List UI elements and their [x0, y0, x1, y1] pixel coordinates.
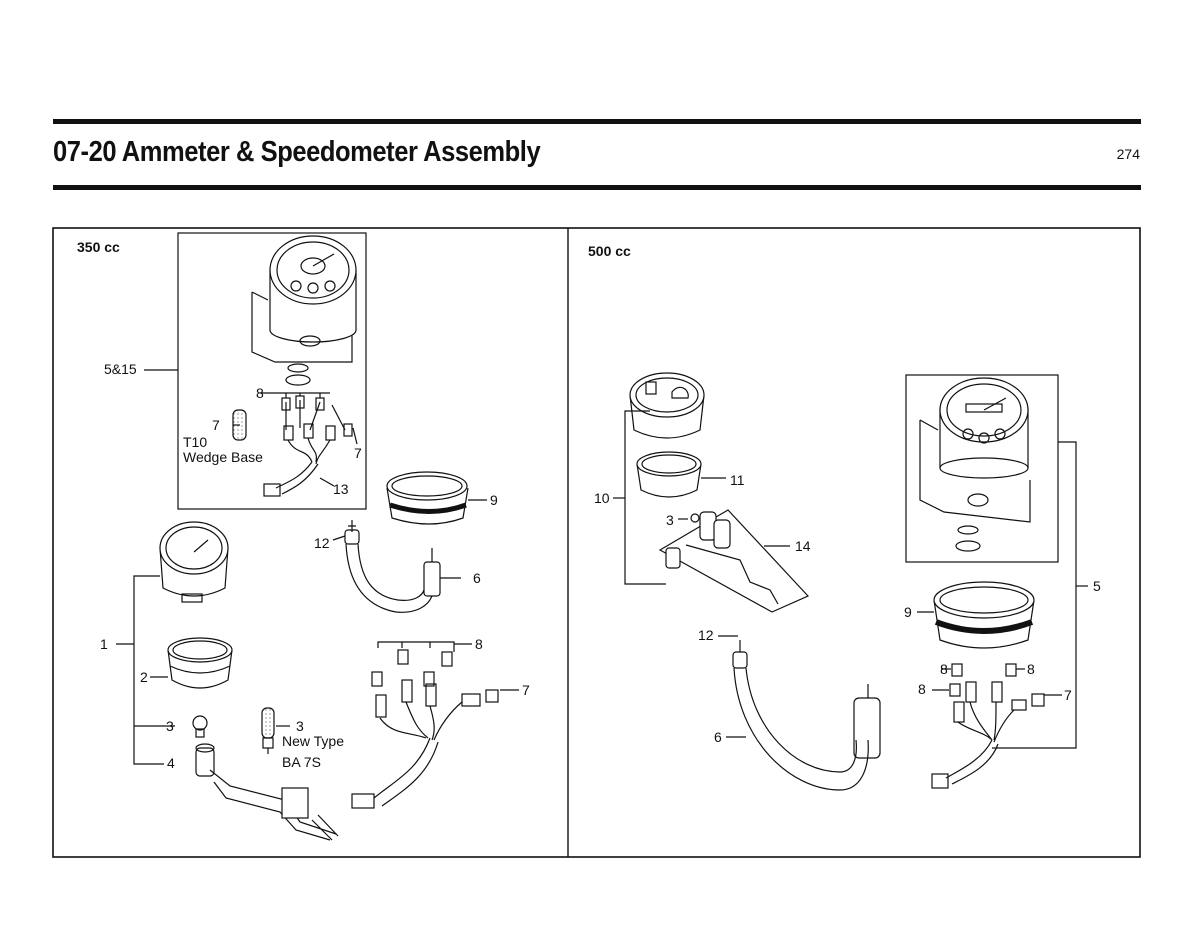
ammeter-1-drawing: [159, 521, 229, 603]
header-top-rule: [53, 119, 1141, 124]
callout-8-harness: 8: [475, 636, 483, 652]
label-wedge-base: Wedge Base: [183, 449, 263, 465]
callout-3-right: 3: [666, 512, 674, 528]
label-ba7s: BA 7S: [282, 754, 321, 770]
callout-10: 10: [594, 490, 610, 506]
speedometer-500-drawing: [919, 377, 1031, 552]
callout-9-left: 9: [490, 492, 498, 508]
new-type-bulb-drawing: [261, 707, 290, 754]
callout-7-socket: 7: [522, 682, 530, 698]
callout-13: 13: [333, 481, 349, 497]
bezel-ring-2-left: [167, 637, 233, 689]
callout-5: 5: [1093, 578, 1101, 594]
harness-right-drawing: [931, 663, 1062, 789]
speedo-cable-6-left: [332, 520, 461, 613]
gasket-ring-9-right: [917, 581, 1035, 649]
harness-lower-left-drawing: [351, 641, 519, 809]
page-number: 274: [1116, 146, 1140, 162]
speedometer-350-drawing: [251, 235, 357, 386]
speedometer-10-drawing: [629, 372, 705, 439]
panel-heading-350cc: 350 cc: [77, 239, 120, 255]
callout-11: 11: [730, 472, 745, 488]
callout-3-new-type: 3: [296, 718, 304, 734]
callout-8-right-b: 8: [1027, 661, 1035, 677]
callout-5-15: 5&15: [104, 361, 137, 377]
bezel-ring-11-drawing: [636, 451, 726, 498]
callout-6-right: 6: [714, 729, 722, 745]
label-new-type: New Type: [282, 733, 344, 749]
header-bottom-rule: [53, 185, 1141, 190]
callout-4: 4: [167, 755, 175, 771]
inset-box-5: [905, 374, 1059, 563]
callout-12-right: 12: [698, 627, 714, 643]
callout-7-right: 7: [1064, 687, 1072, 703]
callout-1: 1: [100, 636, 108, 652]
inset-box-5-15: [177, 232, 367, 510]
callout-7-harness: 7: [354, 445, 362, 461]
gasket-ring-9-left: [386, 471, 487, 525]
callout-6-left: 6: [473, 570, 481, 586]
callout-12-left: 12: [314, 535, 330, 551]
lamp-holder-14-drawing: [658, 509, 810, 613]
callout-14: 14: [795, 538, 811, 554]
bulb-socket-drawing: [192, 715, 339, 841]
callout-8-inset: 8: [256, 385, 264, 401]
panel-heading-500cc: 500 cc: [588, 243, 631, 259]
callout-8-right-c: 8: [918, 681, 926, 697]
callout-2: 2: [140, 669, 148, 685]
callout-7-bulb: 7: [212, 417, 220, 433]
speedo-cable-6-right: [718, 635, 881, 791]
label-t10: T10: [183, 434, 208, 450]
page-title: 07-20 Ammeter & Speedometer Assembly: [53, 136, 541, 168]
callout-9-right: 9: [904, 604, 912, 620]
diagram-frame: [52, 227, 1141, 858]
callout-3: 3: [166, 718, 174, 734]
callout-8-right-a: 8: [940, 661, 948, 677]
